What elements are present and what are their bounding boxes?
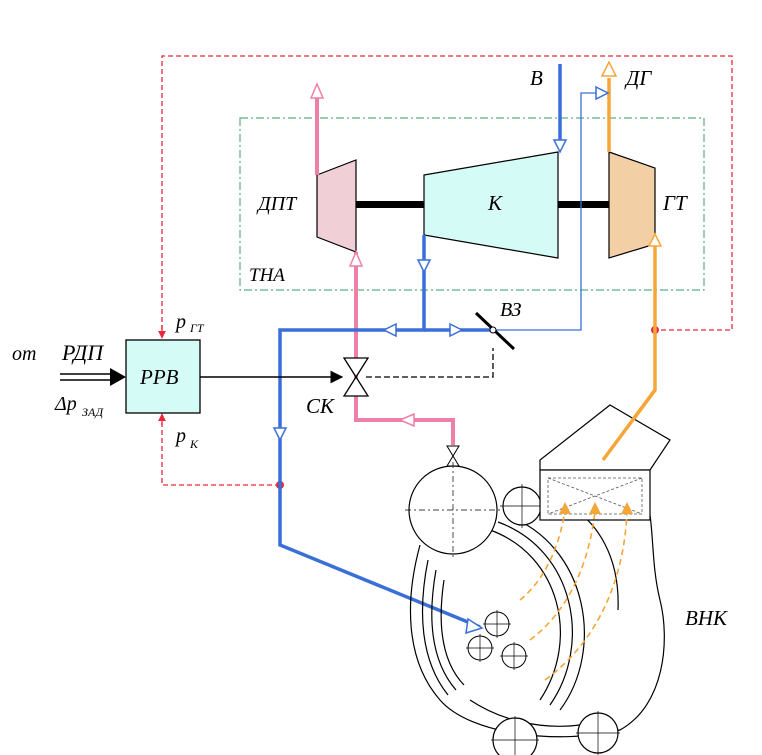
air-arrow-down xyxy=(272,427,288,442)
label-p-gt-sub: ГТ xyxy=(189,321,205,335)
steam-arrow-left xyxy=(398,412,415,428)
gas-turbine xyxy=(608,151,656,259)
tna-frame xyxy=(239,117,705,291)
air-arrow-compressor-out xyxy=(416,259,432,274)
air-lines xyxy=(278,64,562,629)
steam-arrow-up-dpt xyxy=(348,250,364,267)
label-dpt: ДПТ xyxy=(256,193,298,215)
gas-inlet-line xyxy=(601,388,657,462)
gas-box xyxy=(539,404,671,521)
control-valve xyxy=(342,357,370,379)
gas-arrow-up-exhaust xyxy=(600,60,618,77)
signal-lines xyxy=(161,55,733,486)
label-exhaust-gas: ДГ xyxy=(624,66,652,90)
label-tna: ТНА xyxy=(249,265,285,286)
burner-crosses xyxy=(466,610,528,670)
label-p-k: p xyxy=(174,425,186,447)
air-arrow-exhaust xyxy=(595,85,610,101)
steam-arrow-up-exhaust xyxy=(309,82,325,99)
compressor xyxy=(423,151,559,259)
air-arrow-boiler xyxy=(465,617,484,635)
control-signal-damper xyxy=(366,348,494,378)
gas-arrow-up-gt xyxy=(647,232,663,247)
dpt-turbine xyxy=(316,159,357,253)
air-damper-pivot xyxy=(489,326,497,334)
control-valve-lower xyxy=(342,375,370,397)
label-air-valve: ВЗ xyxy=(500,299,522,321)
label-gas-turbine: ГТ xyxy=(662,191,688,215)
label-delta-p: Δp xyxy=(54,393,77,415)
label-control-valve: СК xyxy=(306,394,335,418)
air-arrow-inlet xyxy=(552,139,568,154)
air-arrow-left xyxy=(382,322,397,338)
flame-curves xyxy=(519,509,628,681)
label-rdp: РДП xyxy=(61,340,104,365)
label-p-k-sub: К xyxy=(189,437,199,451)
label-delta-sub: ЗАД xyxy=(82,405,104,419)
input-arrowhead xyxy=(110,368,126,386)
flame-arrowheads xyxy=(559,502,633,514)
steam-lines xyxy=(315,98,455,445)
label-p-gt: p xyxy=(174,311,186,333)
label-air-in: В xyxy=(530,66,543,90)
label-from: от xyxy=(12,343,36,365)
label-compressor: К xyxy=(487,191,503,215)
lower-drum-crosses xyxy=(491,711,620,755)
label-boiler: ВНК xyxy=(685,606,728,630)
drum-valve xyxy=(446,445,460,457)
air-arrow-right xyxy=(449,322,464,338)
label-regulator: РРВ xyxy=(139,365,179,389)
regulator-block xyxy=(125,339,201,414)
air-thin-line xyxy=(493,92,598,331)
